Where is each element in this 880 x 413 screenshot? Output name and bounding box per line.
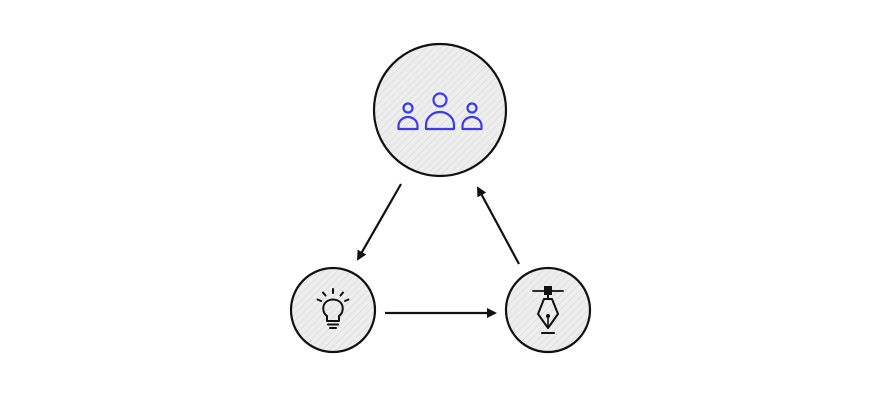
lightbulb-icon	[316, 288, 350, 329]
design-node	[504, 266, 592, 354]
arrow-users-to-idea	[357, 183, 402, 261]
pen-tool-icon	[532, 286, 564, 334]
users-group-icon	[397, 92, 483, 131]
arrow-design-to-users	[477, 186, 520, 265]
idea-node	[289, 266, 377, 354]
users-node	[372, 42, 508, 178]
